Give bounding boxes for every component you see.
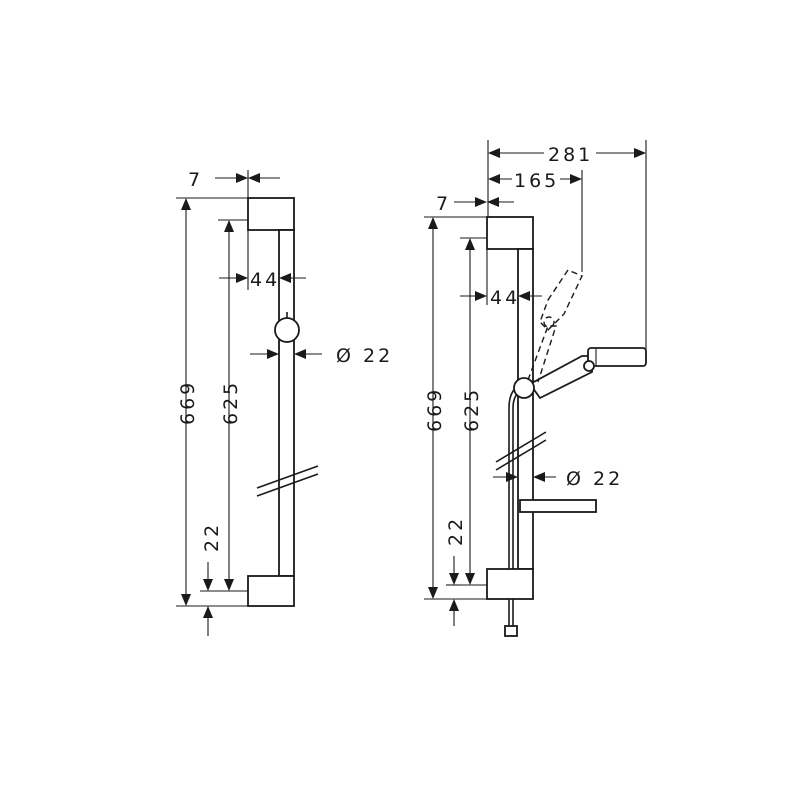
shower-holder-knob <box>513 377 535 399</box>
right-dim-total-height: 669 <box>424 387 446 432</box>
hand-shower-tilted-outline <box>527 269 583 383</box>
left-break-mark <box>256 473 319 497</box>
hand-shower-head <box>587 347 647 367</box>
hose-fitting <box>504 625 518 637</box>
left-dim-rail-offset: 44 <box>250 269 280 291</box>
left-rail <box>278 229 295 577</box>
right-dim-rail-offset: 44 <box>490 287 520 309</box>
left-bottom-bracket <box>247 575 295 607</box>
soap-dish <box>519 499 597 513</box>
right-bottom-bracket <box>486 568 534 600</box>
right-break-mark <box>495 439 547 471</box>
right-dim-wall-thickness: 7 <box>436 193 451 215</box>
hand-shower-button <box>583 360 595 372</box>
left-rail-assembly <box>247 197 319 607</box>
right-top-bracket <box>486 216 534 250</box>
left-dimensions: 7 44 Ø 22 669 625 22 <box>176 169 393 636</box>
left-dim-bottom-offset: 22 <box>201 522 223 552</box>
left-dim-total-height: 669 <box>177 380 199 425</box>
right-rail-assembly <box>486 216 597 637</box>
right-dim-rail-diameter: Ø 22 <box>566 468 623 490</box>
left-top-bracket <box>247 197 295 231</box>
right-break-mark <box>495 431 547 463</box>
left-dim-wall-thickness: 7 <box>188 169 203 191</box>
hand-shower <box>513 347 647 400</box>
right-dim-handshower-reach: 165 <box>514 170 559 192</box>
right-dimensions: 281 165 7 44 Ø 22 669 <box>424 140 647 626</box>
left-dim-bracket-spacing: 625 <box>220 380 242 425</box>
left-slider-knob <box>274 317 300 343</box>
right-dim-bracket-spacing: 625 <box>461 387 483 432</box>
right-dim-bottom-offset: 22 <box>445 516 467 546</box>
right-dim-total-reach: 281 <box>548 144 593 166</box>
left-break-mark <box>256 465 319 489</box>
left-dim-rail-diameter: Ø 22 <box>336 345 393 367</box>
